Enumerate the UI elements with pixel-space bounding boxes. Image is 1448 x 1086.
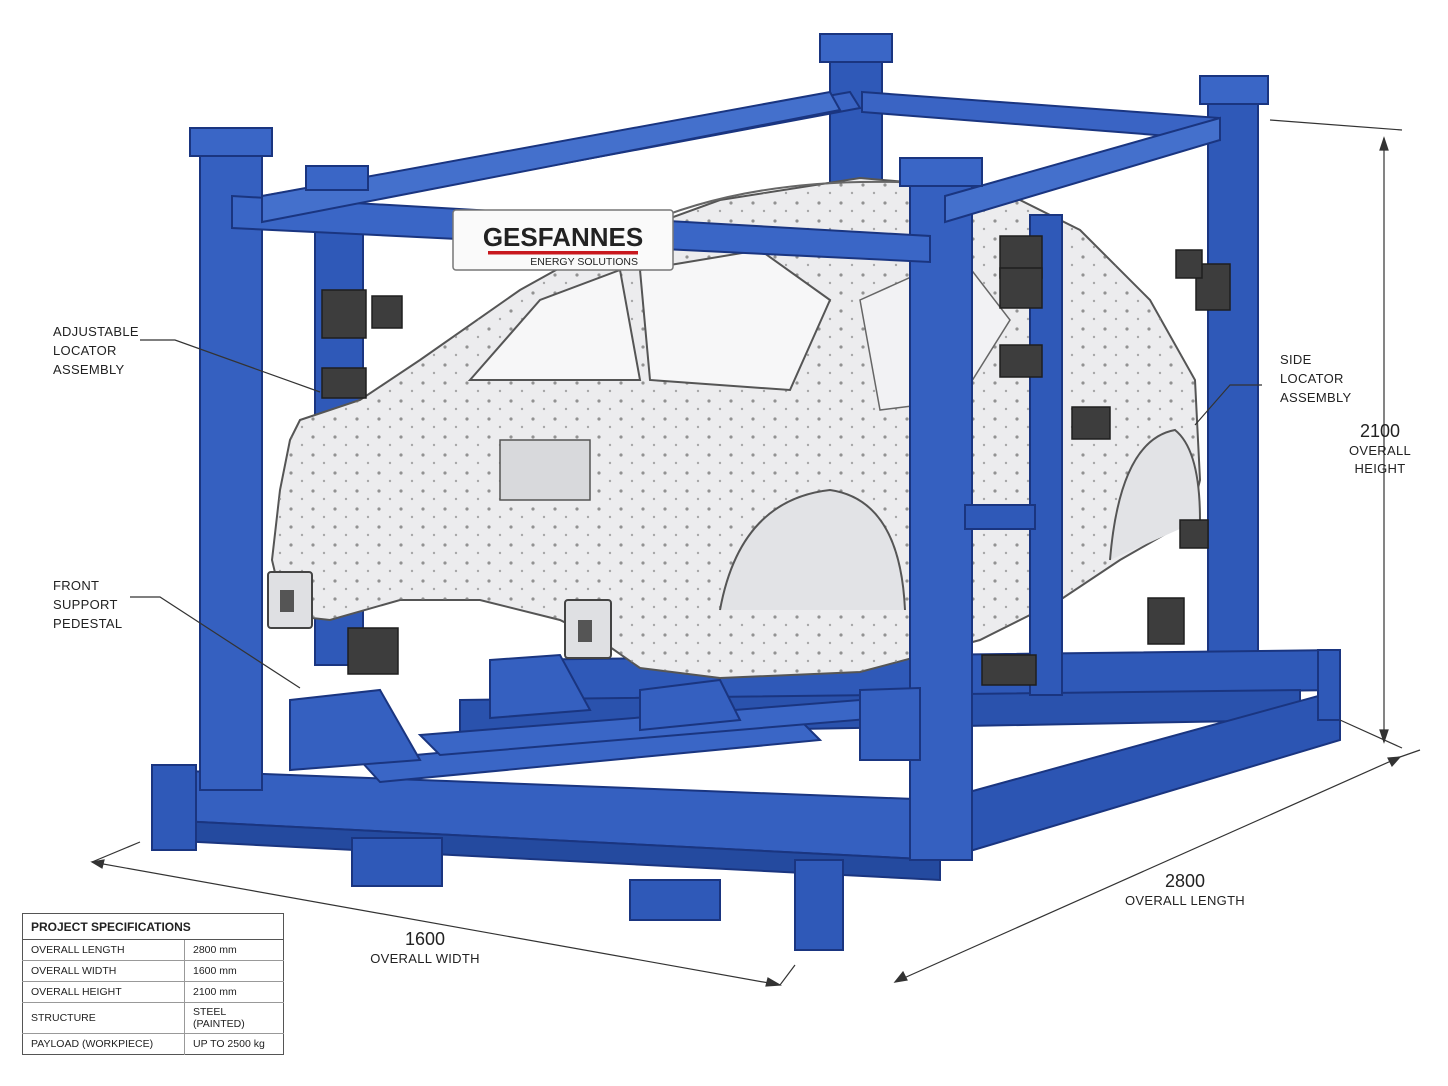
- spec-value: 1600 mm: [184, 960, 284, 982]
- locator-blocks: [321, 235, 1231, 686]
- logo-wordmark: GESFANNES: [483, 222, 643, 252]
- table-row: OVERALL WIDTH 1600 mm: [22, 960, 284, 982]
- project-specifications-table: PROJECT SPECIFICATIONS OVERALL LENGTH 28…: [22, 913, 284, 1055]
- spec-key: OVERALL LENGTH: [22, 939, 185, 961]
- dimension-height: 2100 OVERALL HEIGHT: [1340, 420, 1420, 478]
- dimension-width: 1600 OVERALL WIDTH: [350, 928, 500, 968]
- spec-value: 2800 mm: [184, 939, 284, 961]
- spec-value: STEEL (PAINTED): [184, 1002, 284, 1034]
- length-label: OVERALL LENGTH: [1124, 893, 1246, 908]
- spec-key: OVERALL HEIGHT: [22, 981, 185, 1003]
- dimension-lines: [90, 119, 1421, 987]
- company-logo-sign: GESFANNES ENERGY SOLUTIONS: [452, 209, 674, 271]
- dimension-length: 2800 OVERALL LENGTH: [1110, 870, 1260, 910]
- callout-side-locator: SIDE LOCATOR ASSEMBLY: [1280, 352, 1352, 405]
- callout-front-support: FRONT SUPPORT PEDESTAL: [53, 578, 123, 631]
- spec-key: STRUCTURE: [22, 1002, 185, 1034]
- length-value: 2800: [1164, 871, 1206, 891]
- spec-value: UP TO 2500 kg: [184, 1033, 284, 1055]
- table-row: PAYLOAD (WORKPIECE) UP TO 2500 kg: [22, 1033, 284, 1055]
- table-row: STRUCTURE STEEL (PAINTED): [22, 1002, 284, 1034]
- callout-leaders: [130, 339, 1262, 689]
- spec-value: 2100 mm: [184, 981, 284, 1003]
- height-value: 2100: [1359, 421, 1401, 441]
- width-value: 1600: [404, 929, 446, 949]
- height-label: OVERALL HEIGHT: [1348, 443, 1412, 476]
- specs-title: PROJECT SPECIFICATIONS: [22, 913, 284, 940]
- logo-tagline: ENERGY SOLUTIONS: [530, 256, 638, 268]
- front-support-pedestals: [289, 653, 921, 772]
- table-row: OVERALL LENGTH 2800 mm: [22, 939, 284, 961]
- width-label: OVERALL WIDTH: [370, 951, 480, 966]
- callout-adjustable-locator: ADJUSTABLE LOCATOR ASSEMBLY: [53, 324, 139, 377]
- front-frame: [151, 33, 1341, 951]
- table-row: OVERALL HEIGHT 2100 mm: [22, 981, 284, 1003]
- spec-key: OVERALL WIDTH: [22, 960, 185, 982]
- spec-key: PAYLOAD (WORKPIECE): [22, 1033, 185, 1055]
